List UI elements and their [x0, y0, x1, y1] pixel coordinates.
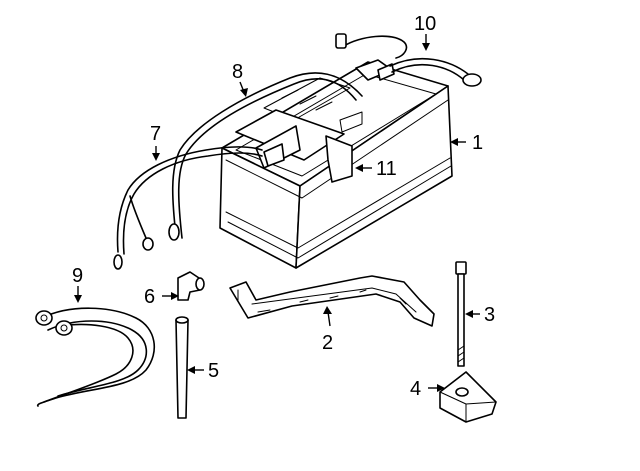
battery-part	[219, 59, 453, 269]
callout-5: 5	[208, 360, 219, 382]
callout-1: 1	[472, 132, 483, 154]
negative-cable-part	[113, 146, 263, 270]
hold-down-bolt-part	[455, 261, 467, 367]
callout-8: 8	[232, 61, 243, 83]
positive-cable-part	[168, 72, 363, 241]
battery-tray-brace-part	[35, 307, 155, 407]
callout-2: 2	[322, 332, 333, 354]
callout-9: 9	[72, 265, 83, 287]
callout-6: 6	[144, 286, 155, 308]
callout-7: 7	[150, 123, 161, 145]
vent-elbow-part	[177, 271, 205, 301]
callout-4: 4	[410, 378, 421, 400]
callout-3: 3	[484, 304, 495, 326]
callout-10: 10	[414, 13, 436, 35]
callout-11: 11	[376, 158, 397, 180]
hold-down-bracket-part	[229, 275, 435, 327]
clamp-block-part	[439, 371, 497, 423]
callout-labels: 1 2 3 4 5 6 7 8 9 10 11	[72, 13, 495, 400]
callout-arrows	[74, 34, 480, 392]
vent-hose-part	[175, 316, 189, 419]
sensor-lead-part	[335, 33, 482, 87]
